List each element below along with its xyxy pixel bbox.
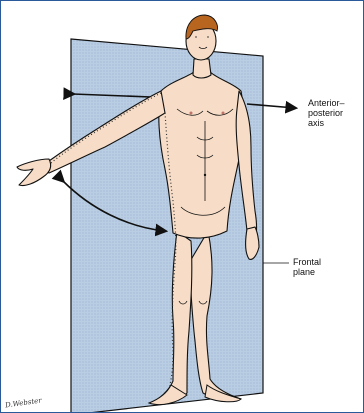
plane-label-line-2: plane	[293, 267, 321, 277]
axis-label-line-1: Anterior–	[308, 98, 345, 108]
anterior-posterior-axis-label: Anterior– posterior axis	[308, 98, 345, 128]
axis-label-line-2: posterior	[308, 108, 345, 118]
frontal-plane-label: Frontal plane	[293, 257, 321, 277]
axis-label-line-3: axis	[308, 118, 345, 128]
plane-label-line-1: Frontal	[293, 257, 321, 267]
